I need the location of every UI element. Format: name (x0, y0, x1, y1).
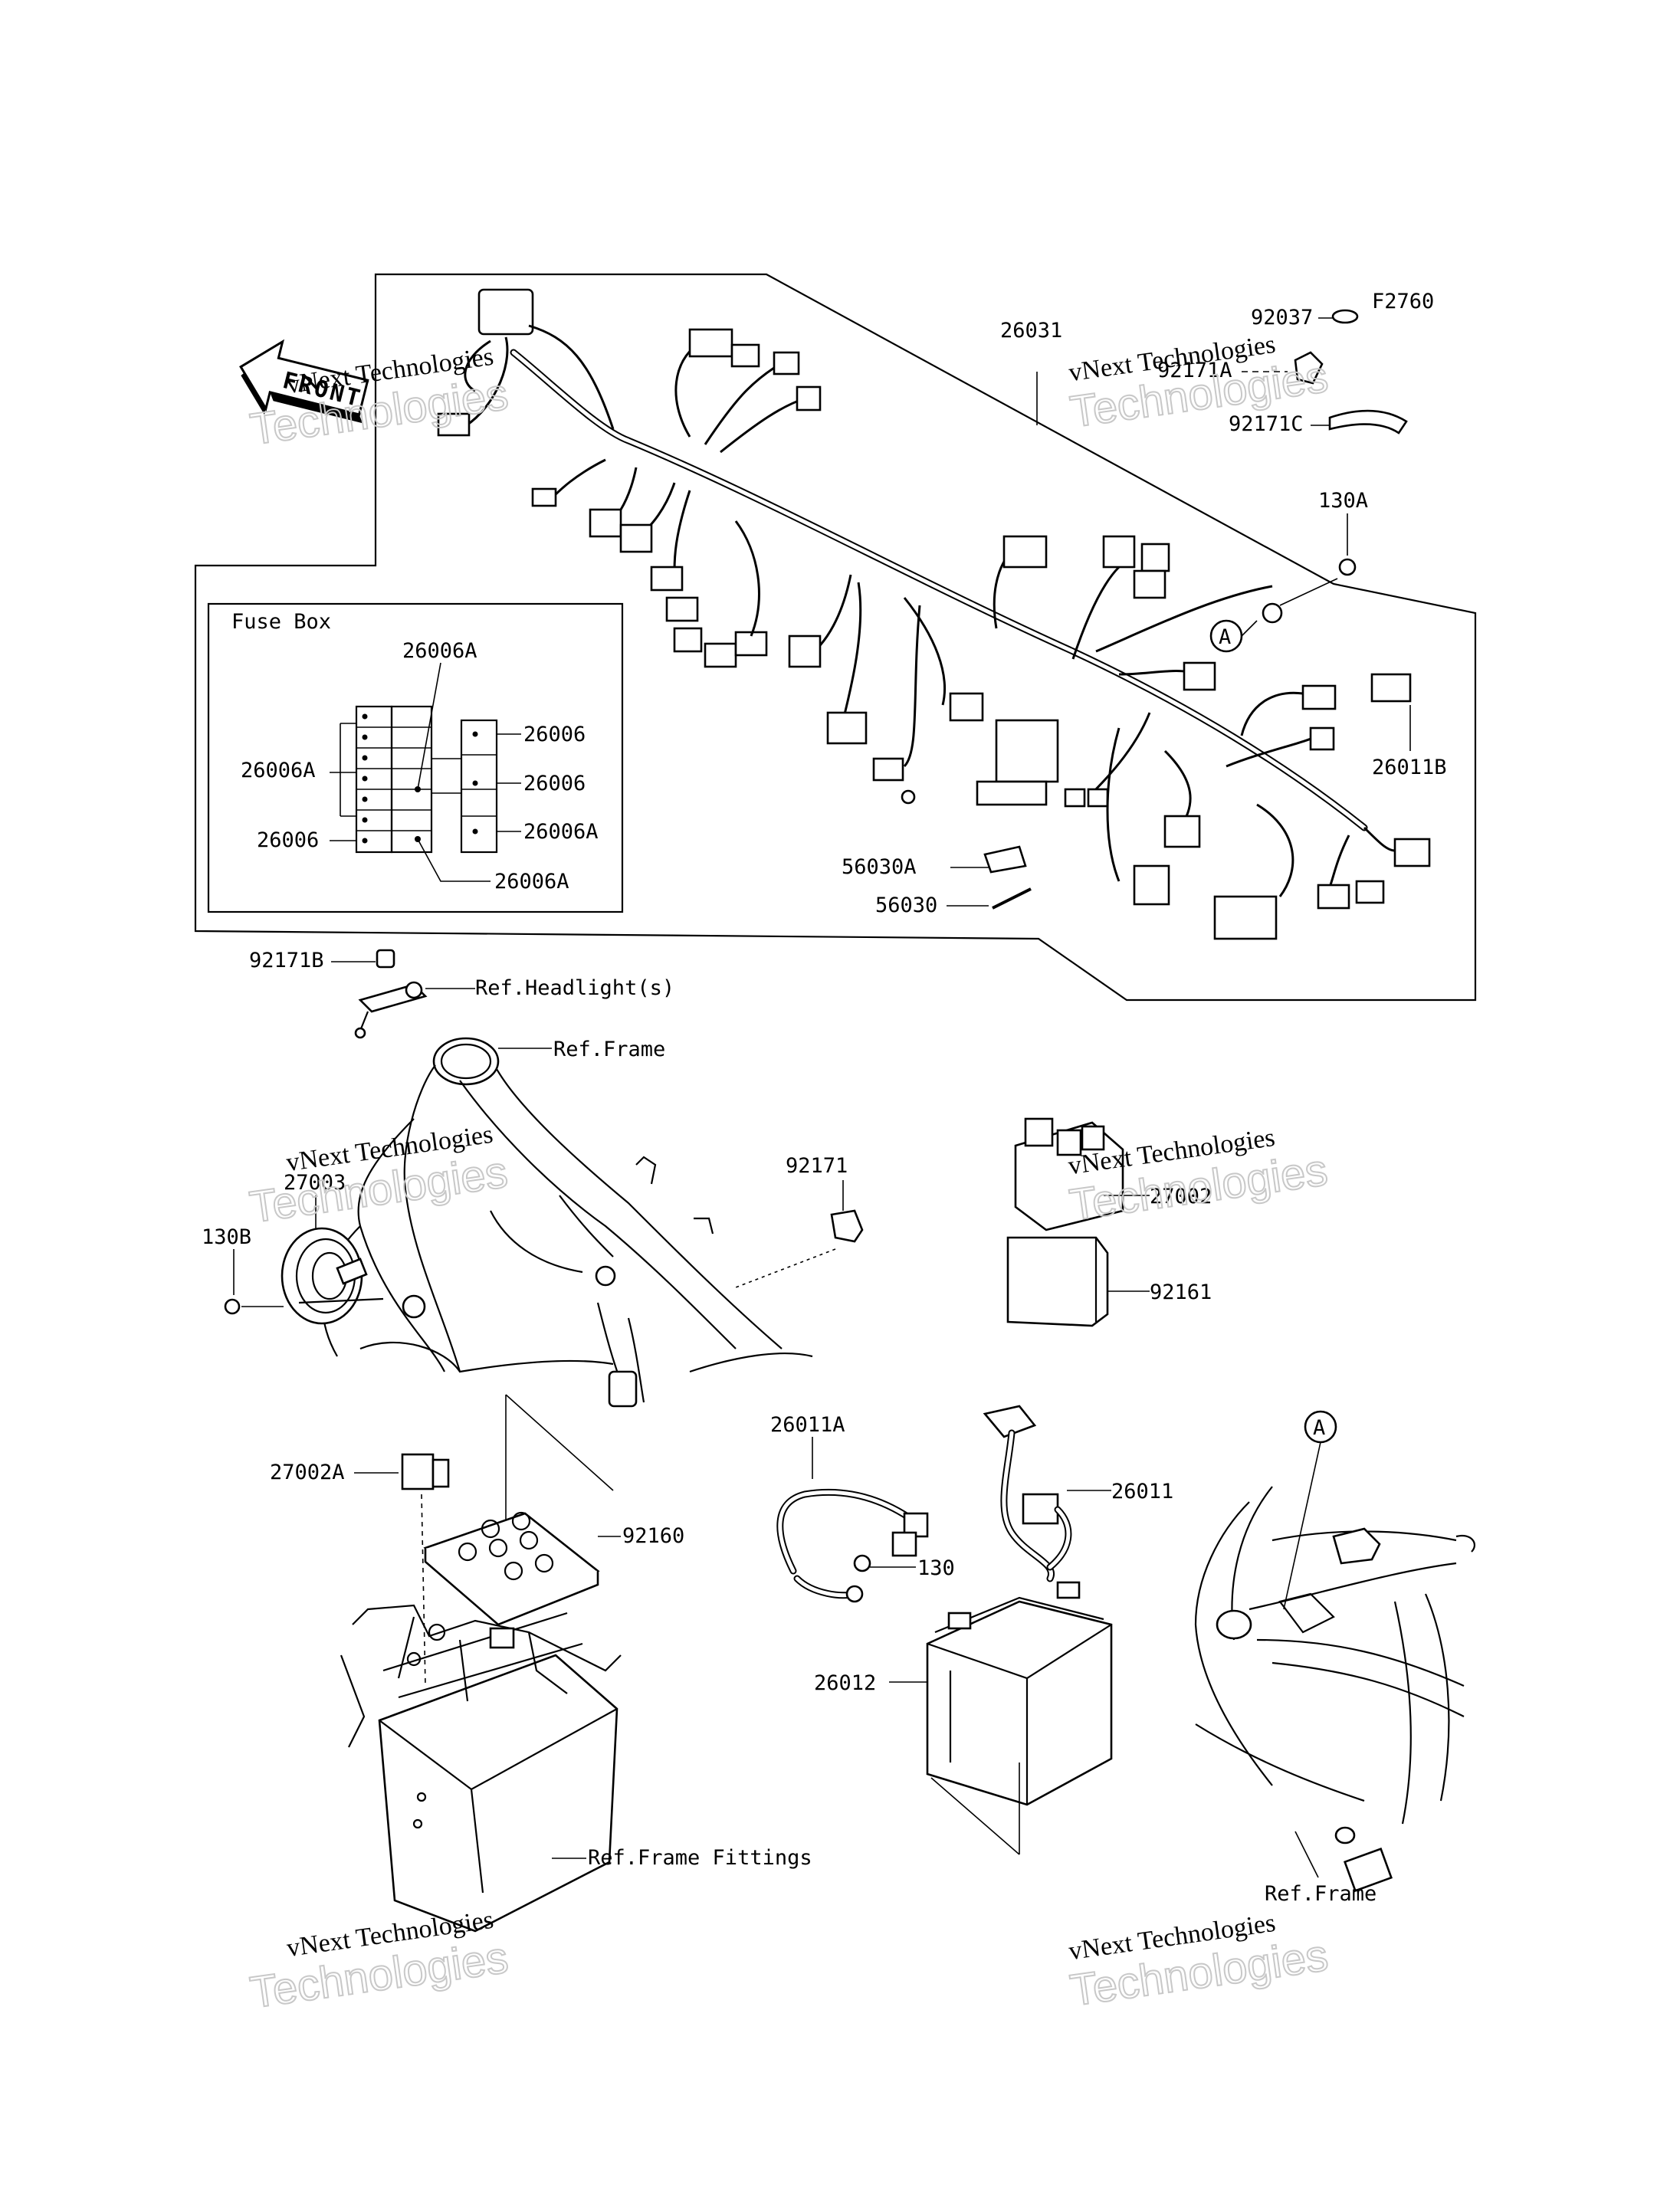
battery-box (340, 1604, 622, 1933)
label-26011: 26011 (1111, 1480, 1173, 1503)
fuse-box-frame (207, 602, 624, 913)
fuse-label-l2: 26006 (257, 828, 319, 852)
fuse-label-l1: 26006A (241, 759, 316, 782)
watermark-5: vNext Technologies Technologies (247, 1906, 512, 2018)
relay-27002a (401, 1453, 450, 1490)
label-56030: 56030 (875, 894, 937, 917)
label-92037: 92037 (1251, 306, 1313, 330)
fuse-block-right (431, 719, 498, 854)
frame-section (322, 1037, 813, 1408)
label-130a: 130A (1318, 489, 1368, 513)
main-wiring-harness (437, 288, 1431, 940)
label-92171c: 92171C (1229, 412, 1304, 436)
frame-detail-a (1194, 1486, 1475, 1893)
watermark-6: vNext Technologies Technologies (1066, 1909, 1331, 2017)
harness-multi-connector (1213, 895, 1278, 940)
ref-frame-fittings: Ref.Frame Fittings (588, 1846, 812, 1870)
label-92171: 92171 (786, 1154, 848, 1178)
ref-frame-1: Ref.Frame (553, 1038, 665, 1061)
fuse-label-top: 26006A (402, 639, 477, 663)
bolt-130b (224, 1298, 241, 1315)
label-130b: 130B (202, 1225, 251, 1249)
relay-27002 (1014, 1117, 1124, 1231)
label-26011a: 26011A (770, 1413, 845, 1437)
clip-92171a (1294, 351, 1324, 385)
battery-lead-26011 (983, 1405, 1072, 1582)
cover-92161 (1006, 1236, 1109, 1327)
fuse-box-title: Fuse Box (231, 610, 331, 634)
label-92171b: 92171B (249, 949, 324, 972)
label-56030a: 56030A (842, 855, 917, 879)
bolt-130a (1338, 558, 1357, 576)
pad-92160 (423, 1511, 600, 1626)
clip-92037 (1331, 309, 1359, 324)
label-26031: 26031 (1000, 319, 1062, 343)
connector-26011b (1370, 673, 1412, 703)
label-92171a: 92171A (1157, 359, 1232, 382)
ref-headlight: Ref.Headlight(s) (475, 976, 674, 1000)
steering-head (432, 1037, 500, 1086)
ecu-module (995, 719, 1059, 783)
label-26011b: 26011B (1372, 756, 1447, 779)
label-26012: 26012 (814, 1671, 876, 1695)
label-27002a: 27002A (270, 1461, 345, 1484)
fuse-label-r2: 26006 (523, 772, 586, 795)
ref-frame-2: Ref.Frame (1265, 1882, 1376, 1906)
battery-26012 (926, 1581, 1113, 1806)
main-connector (477, 288, 534, 336)
label-92161: 92161 (1150, 1280, 1212, 1304)
bracket-92171b (354, 949, 428, 1039)
fuse-block-left (340, 705, 433, 854)
label-130: 130 (917, 1556, 955, 1580)
label-27003: 27003 (284, 1171, 346, 1195)
bolt-130 (853, 1554, 871, 1572)
fuse-label-r3: 26006A (523, 820, 599, 844)
clamp-92171 (830, 1209, 864, 1243)
marker-a-bottom-label: A (1313, 1416, 1325, 1440)
label-92160: 92160 (622, 1524, 684, 1548)
marker-a-top-label: A (1219, 625, 1231, 649)
fuse-label-bottom: 26006A (494, 870, 569, 894)
figure-code: F2760 (1372, 290, 1434, 313)
fuse-label-r1: 26006 (523, 723, 586, 746)
tag-56030a (983, 845, 1027, 874)
fuse-box: Fuse Box (207, 602, 624, 913)
clip-92171c (1328, 409, 1408, 434)
battery-lead-26011a (776, 1488, 929, 1603)
harness-group-outline (194, 273, 1477, 1002)
label-27002: 27002 (1150, 1185, 1212, 1208)
horn-27003 (281, 1227, 384, 1325)
